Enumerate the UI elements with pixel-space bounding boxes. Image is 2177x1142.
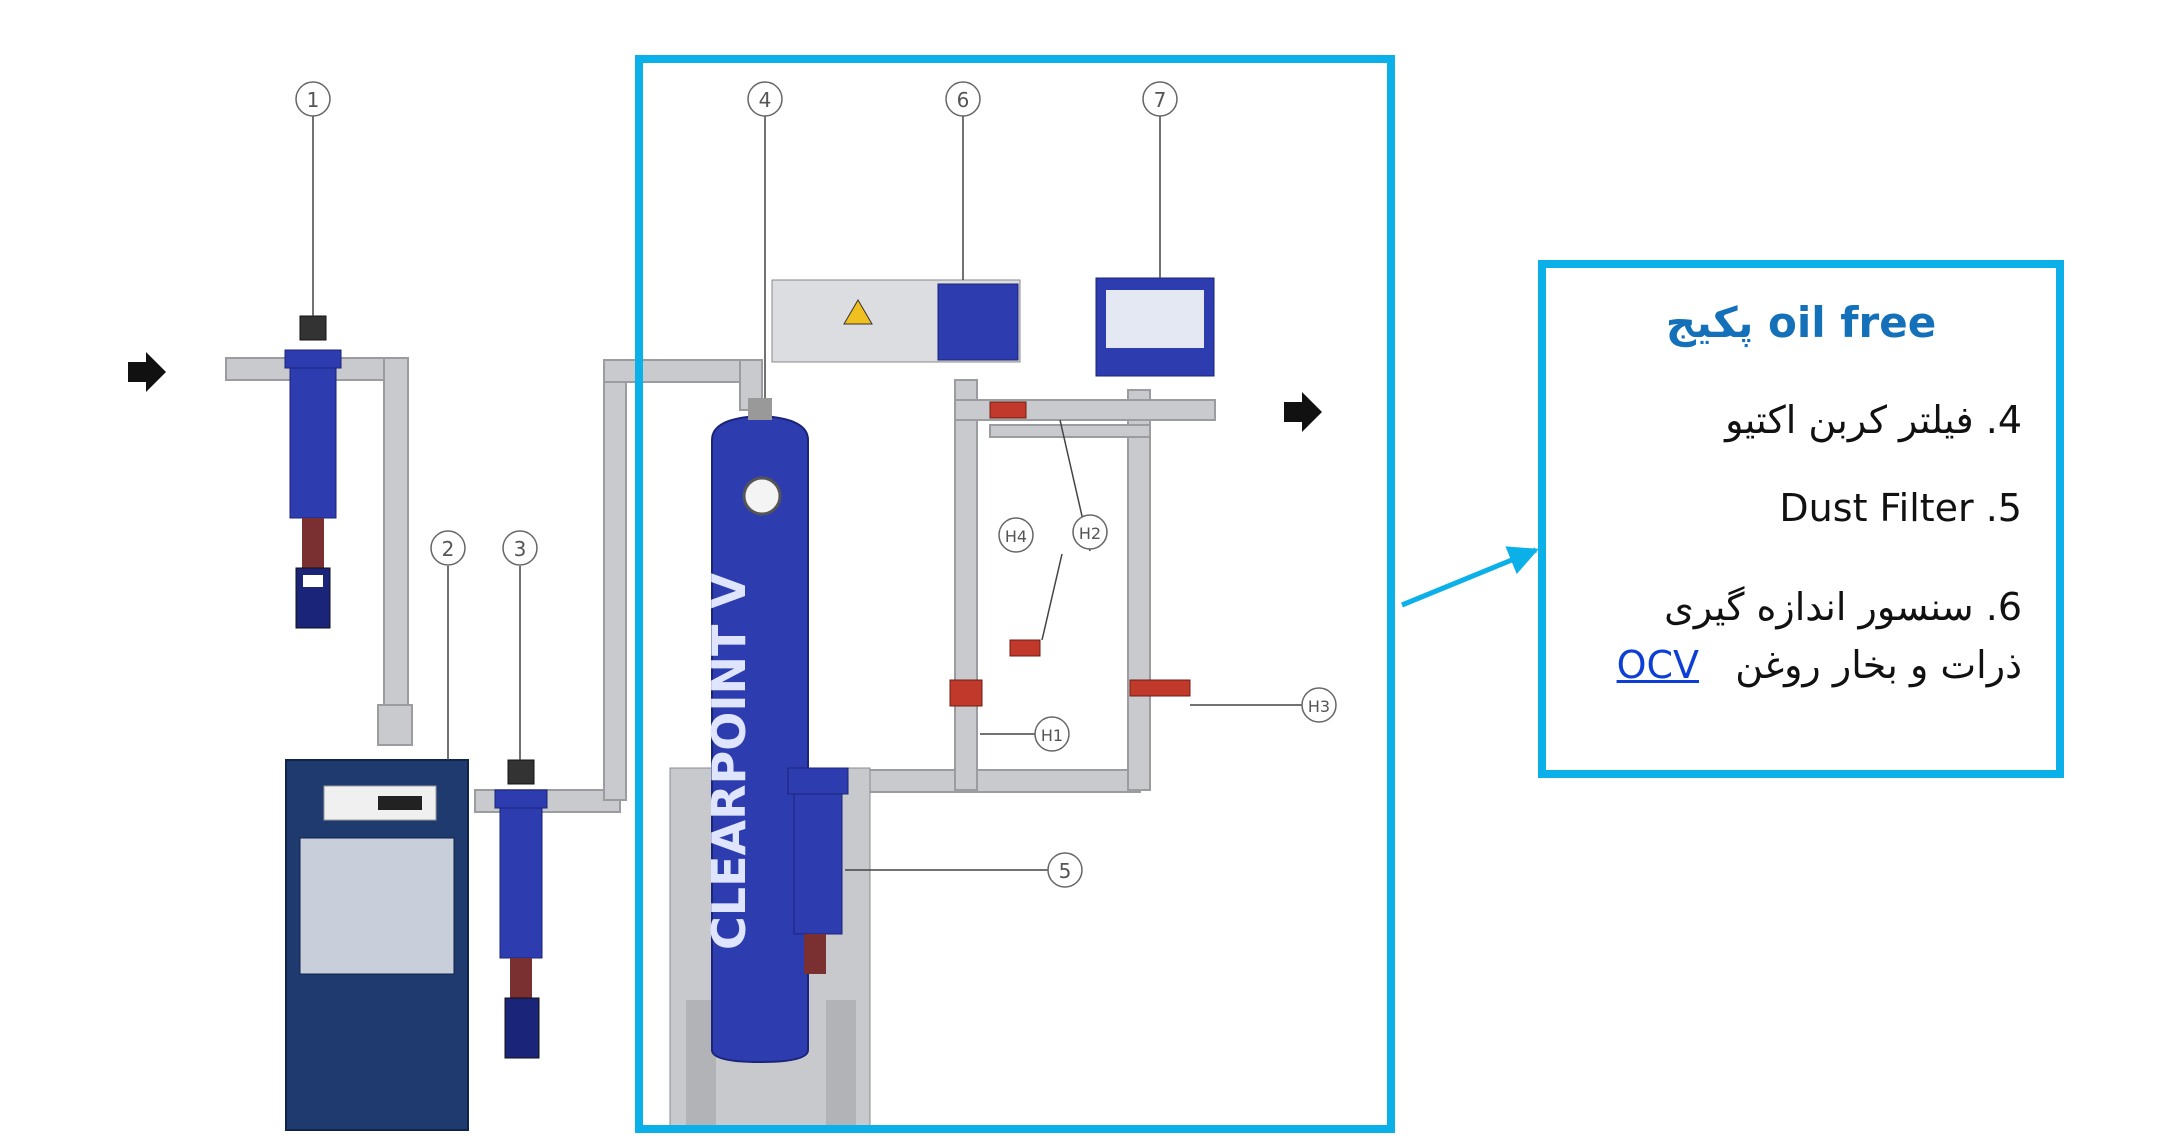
callout-3: 3 [502,530,538,566]
callout-label-7: 7 [1154,88,1167,112]
panel-item-6-line1: 6. سنسور اندازه گیری [1664,585,2022,629]
callout-5: 5 [1047,852,1083,888]
panel-item-6: 6. سنسور اندازه گیری ذرات و بخار روغن OC… [1617,578,2022,694]
callout-6: 6 [945,81,981,117]
panel-item-6-line2: ذرات و بخار روغن [1735,643,2022,687]
callout-label-h4: H4 [1005,527,1027,546]
callout-label-6: 6 [957,88,970,112]
callout-label-2: 2 [442,537,455,561]
callout-label-h2: H2 [1079,524,1101,543]
callout-4: 4 [747,81,783,117]
panel-title: پکیج oil free [1665,298,1937,347]
callout-label-h3: H3 [1308,697,1330,716]
callout-h2: H2 [1072,514,1108,550]
inlet-arrow-icon [128,352,166,392]
panel-item-4: 4. فیلتر کربن اکتیو [1725,398,2022,442]
callout-label-3: 3 [514,537,527,561]
callout-label-4: 4 [759,88,772,112]
ocv-sensor-6 [771,279,1021,363]
vessel-label: CLEARPOINT V [702,573,756,950]
callout-h3: H3 [1301,687,1337,723]
ocv-link[interactable]: OCV [1616,643,1700,687]
filter-1 [284,315,342,629]
callout-7: 7 [1142,81,1178,117]
callout-label-h1: H1 [1041,726,1063,745]
oil-free-package-panel: پکیج oil free 4. فیلتر کربن اکتیو Dust F… [1538,260,2064,778]
callout-label-1: 1 [307,88,320,112]
dust-filter-5 [787,767,849,974]
leader-lines [312,116,1302,871]
oil-free-package-highlight [635,55,1395,1133]
callout-h1: H1 [1034,716,1070,752]
filter-3 [494,759,548,1059]
display-unit-7 [1095,277,1215,377]
valves [949,401,1191,707]
callout-2: 2 [430,530,466,566]
callout-label-5: 5 [1059,859,1072,883]
panel-connector-arrow [1401,546,1539,608]
outlet-arrow-icon [1284,392,1322,432]
dryer-2 [285,759,469,1131]
callout-1: 1 [295,81,331,117]
panel-item-5: Dust Filter .5 [1779,486,2022,530]
callout-h4: H4 [998,517,1034,553]
